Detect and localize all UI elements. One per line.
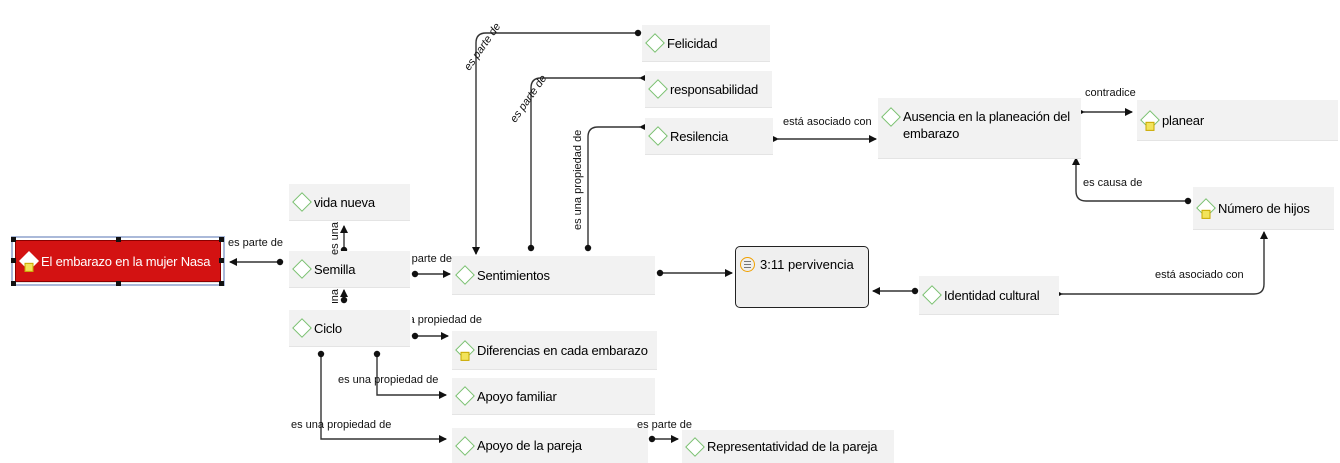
node-label: Resilencia: [670, 128, 728, 144]
node-label: planear: [1162, 112, 1204, 128]
quotation-icon: [740, 257, 755, 272]
code-diamond-icon: [648, 79, 668, 99]
edge-label[interactable]: es una propiedad de: [338, 374, 439, 386]
concept-node-vida-nueva[interactable]: vida nueva: [289, 184, 410, 220]
selection-handle[interactable]: [116, 281, 121, 286]
concept-node-planear[interactable]: planear: [1137, 100, 1338, 140]
memo-icon: [24, 262, 34, 272]
code-diamond-icon: [19, 251, 39, 272]
node-label: Apoyo de la pareja: [477, 438, 582, 453]
node-label: Felicidad: [667, 35, 718, 51]
node-label: 3:11 pervivencia: [760, 257, 854, 272]
concept-node-felicidad[interactable]: Felicidad: [642, 25, 770, 61]
node-label: Número de hijos: [1218, 200, 1310, 216]
selection-handle[interactable]: [11, 281, 16, 286]
concept-node-responsabilidad[interactable]: responsabilidad: [645, 71, 772, 107]
selection-handle[interactable]: [11, 258, 16, 263]
node-label: El embarazo en la mujer Nasa: [41, 253, 211, 269]
code-diamond-icon: [645, 33, 665, 53]
edge-label[interactable]: es una propiedad de: [572, 129, 584, 230]
selection-handle[interactable]: [11, 237, 16, 242]
concept-node-representatividad[interactable]: Representatividad de la pareja: [682, 430, 894, 463]
code-diamond-icon: [1196, 198, 1216, 219]
edge-label[interactable]: es parte de: [637, 419, 693, 431]
edge-label[interactable]: es parte de: [228, 237, 284, 249]
link-felicidad-sentimientos: [472, 29, 642, 255]
concept-node-apoyo-familiar[interactable]: Apoyo familiar: [452, 378, 655, 414]
edge-label[interactable]: contradice: [1085, 87, 1136, 99]
node-label: Diferencias en cada embarazo: [477, 342, 648, 358]
concept-node-sentimientos[interactable]: Sentimientos: [452, 256, 655, 294]
code-diamond-icon: [648, 126, 668, 146]
concept-node-semilla[interactable]: Semilla: [289, 251, 410, 287]
code-diamond-icon: [455, 340, 475, 361]
edge-label[interactable]: está asociado con: [1155, 269, 1244, 281]
code-diamond-icon: [292, 259, 312, 279]
node-label: Semilla: [314, 261, 356, 277]
code-diamond-icon: [685, 436, 705, 457]
selection-handle[interactable]: [219, 258, 224, 263]
concept-node-apoyo-pareja[interactable]: Apoyo de la pareja: [452, 428, 648, 463]
edge-label[interactable]: es una: [329, 221, 341, 255]
node-label: Ausencia en la planeación del embarazo: [903, 109, 1070, 141]
code-diamond-icon: [292, 192, 312, 212]
link-hijos-ausencia: [1072, 157, 1192, 205]
node-label: Apoyo familiar: [477, 388, 557, 404]
edge-label[interactable]: está asociado con: [783, 116, 872, 128]
code-diamond-icon: [455, 386, 475, 406]
code-diamond-icon: [1140, 110, 1160, 131]
node-label: Ciclo: [314, 320, 342, 336]
link-resilencia-sentimientos: [584, 123, 647, 252]
link-identidad-hijos: [1055, 231, 1268, 298]
memo-icon: [1201, 209, 1211, 219]
code-diamond-icon: [292, 318, 312, 338]
edge-label[interactable]: es una propiedad de: [291, 419, 392, 431]
link-ciclo-apoyopareja: [317, 350, 447, 443]
concept-node-diferencias[interactable]: Diferencias en cada embarazo: [452, 331, 657, 369]
code-diamond-icon: [881, 107, 901, 127]
concept-node-identidad[interactable]: Identidad cultural: [919, 276, 1059, 314]
node-label: Representatividad de la pareja: [707, 439, 878, 454]
concept-node-resilencia[interactable]: Resilencia: [645, 118, 773, 154]
node-label: Sentimientos: [477, 267, 550, 283]
link-responsabilidad-sentimientos: [527, 74, 647, 252]
edge-label[interactable]: es causa de: [1083, 177, 1143, 189]
node-label: vida nueva: [314, 194, 375, 210]
concept-node-ausencia[interactable]: Ausencia en la planeación del embarazo: [878, 98, 1081, 158]
quotation-node-pervivencia[interactable]: 3:11 pervivencia: [735, 246, 869, 308]
concept-node-numero-hijos[interactable]: Número de hijos: [1193, 187, 1334, 229]
edge-label[interactable]: es una propiedad de: [412, 314, 482, 326]
selection-handle[interactable]: [219, 237, 224, 242]
code-diamond-icon: [455, 265, 475, 285]
selection-handle[interactable]: [116, 237, 121, 242]
concept-node-ciclo[interactable]: Ciclo: [289, 310, 410, 346]
edge-label[interactable]: es una: [329, 289, 343, 303]
node-label: responsabilidad: [670, 81, 759, 97]
selection-handle[interactable]: [219, 281, 224, 286]
node-label: Identidad cultural: [944, 287, 1040, 303]
code-diamond-icon: [455, 435, 475, 456]
code-diamond-icon: [922, 285, 942, 305]
memo-icon: [1145, 121, 1155, 131]
memo-icon: [460, 351, 470, 361]
concept-node-root[interactable]: El embarazo en la mujer Nasa: [11, 236, 225, 286]
edge-label[interactable]: es parte de: [410, 253, 452, 265]
